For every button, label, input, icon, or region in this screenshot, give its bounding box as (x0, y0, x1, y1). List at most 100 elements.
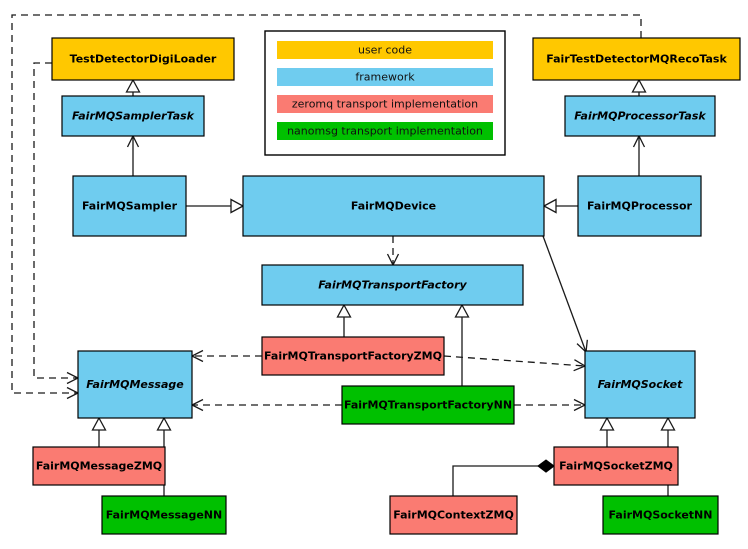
class-node-fairmqprocessor[interactable]: FairMQProcessor (577, 175, 702, 237)
arrowhead-hollow-triangle (336, 303, 352, 318)
class-box[interactable] (51, 37, 235, 81)
class-box[interactable] (261, 336, 445, 376)
arrowhead-hollow-triangle (125, 78, 141, 93)
edge-dependency (514, 398, 587, 412)
class-node-fairmqmessagezmq[interactable]: FairMQMessageZMQ (32, 446, 166, 486)
legend-color-swatch (277, 68, 493, 86)
class-box[interactable] (602, 495, 719, 535)
arrowhead-hollow-triangle (599, 416, 615, 431)
legend-item-label: framework (355, 71, 415, 84)
class-name-label: TestDetectorDigiLoader (70, 53, 217, 66)
arrowhead-hollow-triangle (631, 78, 647, 93)
class-node-fairmqsampler[interactable]: FairMQSampler (72, 175, 187, 237)
class-node-fairmqtransportfactory[interactable]: FairMQTransportFactory (261, 264, 524, 306)
edge-dependency (190, 349, 262, 363)
class-name-label: FairMQTransportFactoryZMQ (264, 350, 442, 363)
class-box[interactable] (61, 95, 205, 137)
class-node-fairmqcontextzmq[interactable]: FairMQContextZMQ (389, 495, 518, 535)
edge-generalization (336, 303, 352, 337)
class-box[interactable] (584, 350, 696, 419)
legend-color-swatch (277, 41, 493, 59)
class-box[interactable] (532, 37, 741, 81)
class-node-fairmqsocket[interactable]: FairMQSocket (584, 350, 696, 419)
legend-item-user-code: user code (277, 41, 493, 59)
legend-color-swatch (277, 122, 493, 140)
edge-generalization (599, 416, 615, 447)
class-name-label: FairMQSamplerTask (72, 110, 195, 123)
arrowhead-hollow-triangle (91, 416, 107, 431)
class-name-label: FairMQSocketNN (609, 509, 713, 522)
edge-line (542, 235, 587, 353)
arrowhead-hollow-triangle (660, 416, 676, 431)
class-node-testdetectordigiloader[interactable]: TestDetectorDigiLoader (51, 37, 235, 81)
class-box[interactable] (242, 175, 545, 237)
class-box[interactable] (564, 95, 716, 137)
class-name-label: FairMQTransportFactory (318, 279, 467, 292)
class-box[interactable] (553, 446, 679, 486)
class-node-fairmqmessagenn[interactable]: FairMQMessageNN (101, 495, 227, 535)
class-name-label: FairTestDetectorMQRecoTask (546, 53, 727, 66)
class-node-fairmqtransportfactorynn[interactable]: FairMQTransportFactoryNN (341, 385, 515, 425)
nodes-layer: TestDetectorDigiLoader FairTestDetectorMQ… (32, 37, 741, 535)
class-box[interactable] (577, 175, 702, 237)
class-name-label: FairMQContextZMQ (393, 509, 514, 522)
class-box[interactable] (261, 264, 524, 306)
arrowhead-filled-diamond (537, 459, 555, 473)
class-node-fairmqsocketnn[interactable]: FairMQSocketNN (602, 495, 719, 535)
class-node-fairmqprocessortask[interactable]: FairMQProcessorTask (564, 95, 716, 137)
legend-item-framework: framework (277, 68, 493, 86)
class-node-fairtestdetectormqrecotask[interactable]: FairTestDetectorMQRecoTask (532, 37, 741, 81)
legend-item-label: user code (358, 44, 412, 57)
class-box[interactable] (72, 175, 187, 237)
arrowhead-hollow-triangle (230, 198, 245, 214)
edge-line (452, 465, 538, 496)
class-box[interactable] (389, 495, 518, 535)
arrowhead-hollow-triangle (542, 198, 557, 214)
legend-item-label: zeromq transport implementation (292, 98, 478, 111)
class-node-fairmqmessage[interactable]: FairMQMessage (77, 350, 193, 419)
class-name-label: FairMQDevice (351, 200, 436, 213)
class-node-fairmqsamplertask[interactable]: FairMQSamplerTask (61, 95, 205, 137)
class-name-label: FairMQProcessor (587, 200, 692, 213)
class-box[interactable] (32, 446, 166, 486)
class-box[interactable] (77, 350, 193, 419)
edge-association (542, 235, 588, 354)
edge-association (632, 134, 646, 176)
legend-box: user code framework zeromq transport imple… (264, 30, 506, 156)
class-name-label: FairMQMessageNN (106, 509, 222, 522)
class-name-label: FairMQSocket (598, 378, 684, 391)
arrowhead-hollow-triangle (454, 303, 470, 318)
legend-color-swatch (277, 95, 493, 113)
edge-association (126, 134, 140, 176)
legend-item-nanomsg: nanomsg transport implementation (277, 122, 493, 140)
edge-generalization (125, 78, 141, 96)
edge-dependency (443, 355, 587, 372)
edge-dependency (190, 398, 342, 412)
class-name-label: FairMQMessageZMQ (36, 460, 162, 473)
class-name-label: FairMQTransportFactoryNN (344, 399, 512, 412)
class-node-fairmqdevice[interactable]: FairMQDevice (242, 175, 545, 237)
class-box[interactable] (341, 385, 515, 425)
class-name-label: FairMQMessage (86, 378, 184, 391)
edge-generalization (91, 416, 107, 447)
edge-generalization (454, 303, 470, 386)
edge-line (443, 355, 586, 367)
class-name-label: FairMQSampler (82, 200, 178, 213)
arrowhead-hollow-triangle (156, 416, 172, 431)
legend-item-zeromq: zeromq transport implementation (277, 95, 493, 113)
edge-generalization (186, 198, 245, 214)
edge-dependency (386, 236, 400, 267)
class-name-label: FairMQProcessorTask (574, 110, 706, 123)
edge-generalization (542, 198, 578, 214)
class-node-fairmqsocketzmq[interactable]: FairMQSocketZMQ (553, 446, 679, 486)
edges-layer (11, 14, 676, 496)
edge-composition (452, 459, 555, 496)
class-node-fairmqtransportfactoryzmq[interactable]: FairMQTransportFactoryZMQ (261, 336, 445, 376)
edge-line (11, 14, 642, 394)
class-box[interactable] (101, 495, 227, 535)
edge-line (33, 62, 78, 379)
class-name-label: FairMQSocketZMQ (559, 460, 673, 473)
edge-generalization (631, 78, 647, 96)
